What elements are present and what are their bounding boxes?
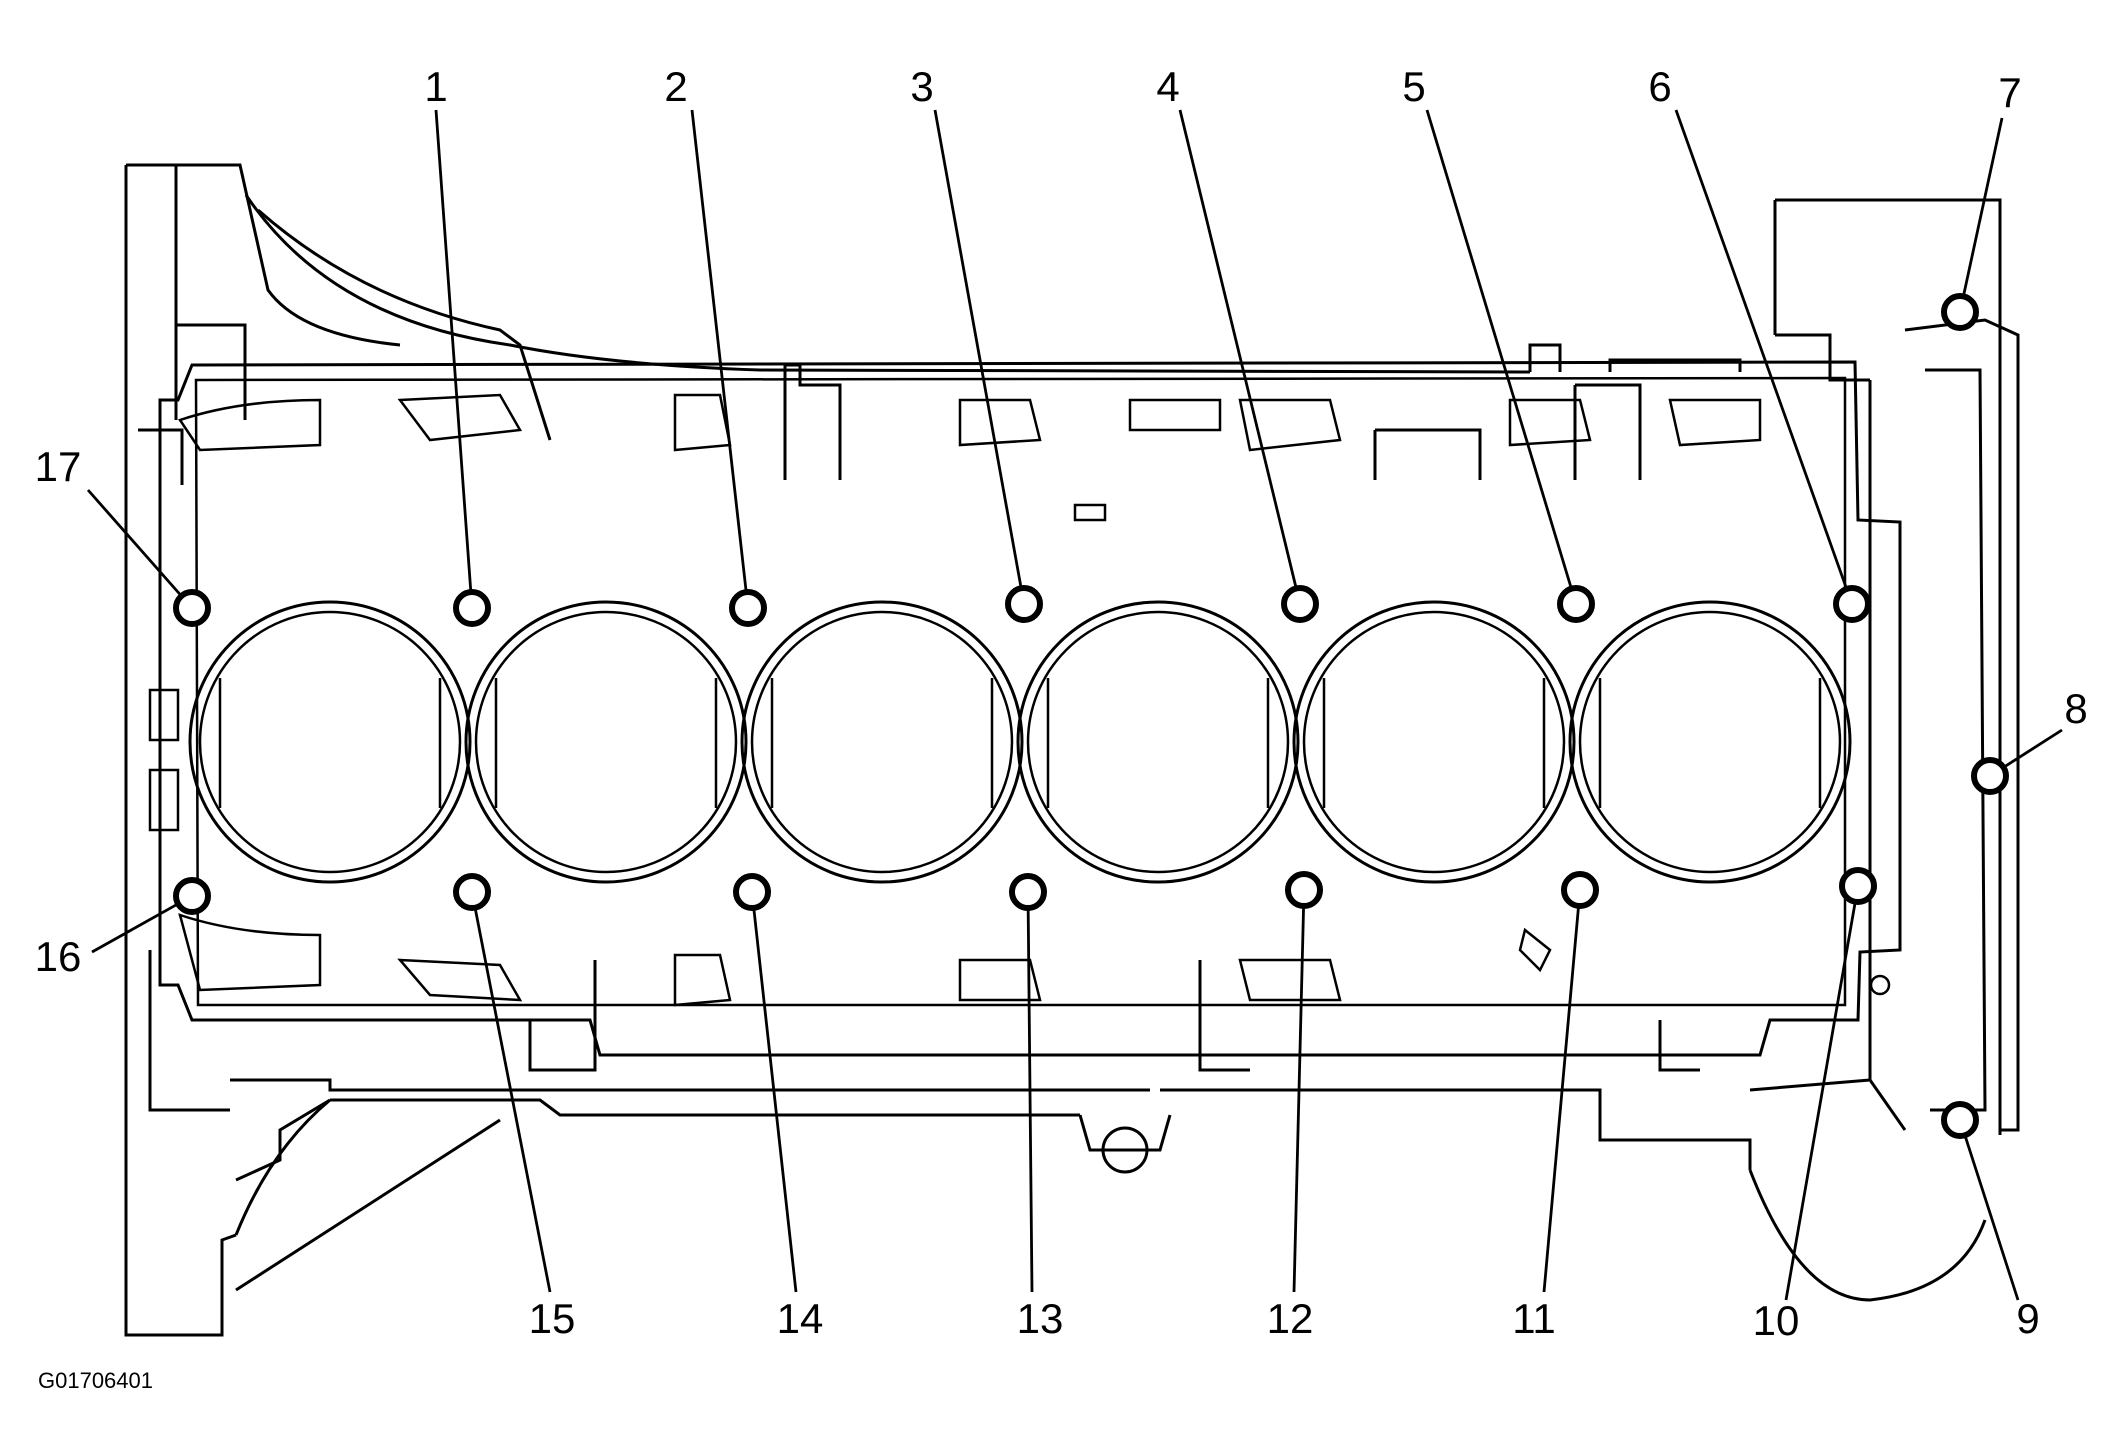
leader-line (1784, 903, 1857, 1301)
leader-line (1962, 117, 2004, 295)
leader-line (91, 903, 177, 954)
bolt-hole (1281, 585, 1319, 623)
leader-line (690, 109, 748, 591)
cylinder-bore (464, 600, 748, 884)
bolt-hole (1285, 871, 1323, 909)
bolt-hole (729, 589, 767, 627)
leader-line (1178, 109, 1298, 587)
callout-label: 5 (1402, 63, 1425, 110)
callout-label: 1 (424, 63, 447, 110)
leader-line (933, 109, 1023, 587)
bolt-hole (173, 877, 211, 915)
engine-block-outline (124, 163, 2020, 1337)
coolant-passages (148, 393, 1762, 1007)
bolt-hole (733, 873, 771, 911)
leader-line (1964, 1136, 2020, 1301)
leader-line (752, 909, 798, 1293)
callout-label: 16 (35, 933, 82, 980)
callout-label: 3 (910, 63, 933, 110)
callout-label: 17 (35, 443, 82, 490)
callout-label: 11 (1512, 1295, 1556, 1342)
bolt-hole (453, 873, 491, 911)
leader-line (2004, 728, 2063, 768)
bolt-hole (173, 589, 211, 627)
bolt-holes (173, 293, 2009, 1139)
bolt-hole (453, 589, 491, 627)
callout-label: 4 (1156, 63, 1179, 110)
callout-label: 7 (1998, 69, 2021, 116)
bolt-hole (1005, 585, 1043, 623)
leader-line (1425, 109, 1573, 588)
bolt-hole (1941, 293, 1979, 331)
leader-line (474, 909, 552, 1293)
bolt-hole (1009, 873, 1047, 911)
cylinder-bores (188, 600, 1852, 884)
callout-label: 2 (664, 63, 687, 110)
bolt-hole (1971, 757, 2009, 795)
cylinder-bore (188, 600, 472, 884)
cylinder-bore (1292, 600, 1576, 884)
bolt-hole (1833, 585, 1871, 623)
callout-label: 15 (529, 1295, 576, 1342)
bolt-hole (1557, 585, 1595, 623)
callout-label: 13 (1017, 1295, 1064, 1342)
leader-line (1674, 109, 1848, 588)
callout-label: 14 (777, 1295, 824, 1342)
bolt-hole (1561, 871, 1599, 909)
bolt-hole (1941, 1101, 1979, 1139)
cylinder-bore (740, 600, 1024, 884)
leader-line (86, 489, 182, 596)
callout-label: 10 (1753, 1297, 1800, 1344)
callout-leader-lines (86, 109, 2063, 1301)
cylinder-bore (1016, 600, 1300, 884)
callout-label: 9 (2016, 1295, 2039, 1342)
leader-line (1542, 907, 1580, 1293)
figure-id: G01706401 (38, 1368, 153, 1393)
leader-line (1292, 907, 1305, 1293)
cylinder-bore (1568, 600, 1852, 884)
leader-line (1026, 909, 1034, 1293)
callout-label: 12 (1267, 1295, 1314, 1342)
callout-label: 8 (2064, 685, 2087, 732)
head-gasket-outline (158, 360, 1902, 1057)
bolt-hole (1839, 867, 1877, 905)
callout-label: 6 (1648, 63, 1671, 110)
leader-line (434, 109, 473, 591)
